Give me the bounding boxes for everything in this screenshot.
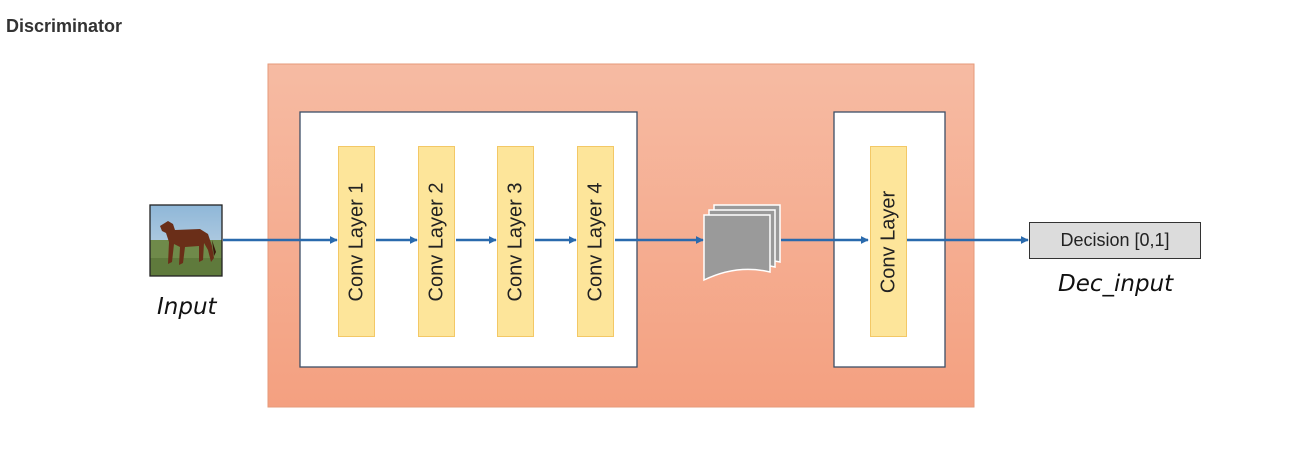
conv-layer-2-label: Conv Layer 2 xyxy=(425,182,447,301)
dec-input-label: Dec_input xyxy=(1058,271,1174,297)
page-title: Discriminator xyxy=(6,16,123,36)
feature-maps xyxy=(703,204,781,282)
input-image xyxy=(149,204,223,277)
decision-box: Decision [0,1] xyxy=(1029,222,1201,259)
final-conv-layer-label: Conv Layer xyxy=(877,190,899,293)
input-label: Input xyxy=(157,294,217,320)
conv-layer-4: Conv Layer 4 xyxy=(577,146,614,337)
conv-layer-2: Conv Layer 2 xyxy=(418,146,455,337)
decision-label: Decision [0,1] xyxy=(1060,230,1170,250)
conv-layer-3-label: Conv Layer 3 xyxy=(504,182,526,301)
final-conv-layer: Conv Layer xyxy=(870,146,907,337)
conv-layer-1-label: Conv Layer 1 xyxy=(345,182,367,301)
conv-layer-1: Conv Layer 1 xyxy=(338,146,375,337)
conv-layer-4-label: Conv Layer 4 xyxy=(584,182,606,301)
conv-layer-3: Conv Layer 3 xyxy=(497,146,534,337)
